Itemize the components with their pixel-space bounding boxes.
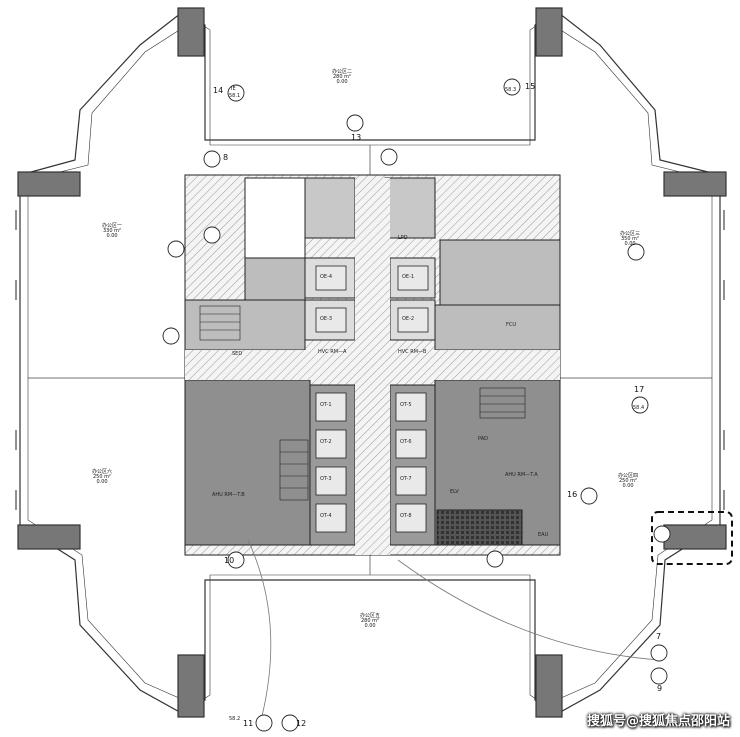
area-east-size: 350 m²: [621, 236, 640, 242]
elevator-label: OT-8: [400, 513, 412, 519]
room-hvc-b: HVC RM—B: [398, 349, 427, 355]
elevator-label: OT-7: [400, 476, 412, 482]
elevator-label: OT-4: [320, 513, 332, 519]
elevator-label: OE-3: [320, 316, 333, 322]
area-west-level: 0.00: [106, 233, 118, 239]
corridor: [185, 178, 560, 555]
area-south-name: 办公区五: [360, 613, 381, 619]
grid-number-10: 10: [224, 556, 235, 565]
area-north-level: 0.00: [336, 79, 348, 85]
grid-number-13: 13: [351, 133, 362, 142]
elevator-label: OT-3: [320, 476, 332, 482]
area-west-size: 330 m²: [103, 228, 122, 234]
perimeter-ticks: [15, 210, 725, 510]
area-south-size: 280 m²: [361, 618, 380, 624]
callout-sheet-label: 58.1: [229, 93, 241, 99]
area-southeast-name: 办公区四: [618, 473, 639, 479]
area-southwest-level: 0.00: [96, 479, 108, 485]
highlight-box: [651, 511, 733, 565]
area-southeast-level: 0.00: [622, 483, 634, 489]
area-south: 办公区五 280 m² 0.00: [360, 614, 380, 629]
elevator-cars: [315, 265, 429, 533]
stairs: [199, 305, 526, 501]
area-north-name: 办公区二: [332, 69, 353, 75]
room-fcu: FCU: [506, 322, 517, 328]
room-pad: PAD: [478, 436, 488, 442]
callout-ie-label: IE: [231, 86, 236, 92]
area-north: 办公区二 280 m² 0.00: [332, 70, 352, 85]
elevator-label: OT-6: [400, 439, 412, 445]
elevator-label: OT-5: [400, 402, 412, 408]
area-west-name: 办公区一: [102, 223, 123, 229]
grid-number-17: 17: [634, 385, 645, 394]
elevator-label: OE-2: [402, 316, 415, 322]
area-southwest-size: 250 m²: [93, 474, 112, 480]
building-outline: [17, 7, 727, 718]
area-north-size: 280 m²: [333, 74, 352, 80]
room-hvc-a: HVC RM—A: [318, 349, 347, 355]
area-west: 办公区一 330 m² 0.00: [102, 224, 122, 239]
grid-number-8: 8: [223, 153, 229, 162]
area-southwest: 办公区六 250 m² 0.00: [92, 470, 112, 485]
grid-number-9: 9: [657, 684, 663, 693]
area-east-name: 办公区三: [620, 231, 641, 237]
elevator-label: OE-1: [402, 274, 415, 280]
callout-sheet-label: 58.4: [633, 405, 645, 411]
elevator-label: OE-4: [320, 274, 333, 280]
grid-number-14: 14: [213, 86, 224, 95]
detail-callouts: [162, 78, 671, 732]
room-lpd: LPD: [398, 235, 408, 241]
callout-sheet-label: 58.2: [229, 716, 241, 722]
grid-number-7: 7: [656, 632, 662, 641]
watermark: 搜狐号@搜狐焦点邵阳站: [586, 714, 730, 729]
area-south-level: 0.00: [364, 623, 376, 629]
area-east-level: 0.00: [624, 241, 636, 247]
grid-number-12: 12: [296, 719, 307, 728]
callout-sheet-label: 58.3: [505, 87, 517, 93]
grid-number-15: 15: [525, 82, 536, 91]
room-eau: EAU: [538, 532, 549, 538]
grid-number-16: 16: [567, 490, 578, 499]
room-elv: ELV: [450, 489, 459, 495]
grid-number-11: 11: [243, 719, 254, 728]
area-southeast-size: 250 m²: [619, 478, 638, 484]
leader-lines: [247, 539, 661, 717]
elevator-label: OT-1: [320, 402, 332, 408]
room-ahu-right: AHU RM—T.A: [505, 472, 538, 478]
area-southeast: 办公区四 250 m² 0.00: [618, 474, 638, 489]
room-sed: SED: [232, 351, 243, 357]
area-east: 办公区三 350 m² 0.00: [620, 232, 640, 247]
area-southwest-name: 办公区六: [92, 469, 113, 475]
room-ahu-left: AHU RM—T.B: [212, 492, 245, 498]
axis-lines: [28, 145, 712, 575]
elevator-label: OT-2: [320, 439, 332, 445]
